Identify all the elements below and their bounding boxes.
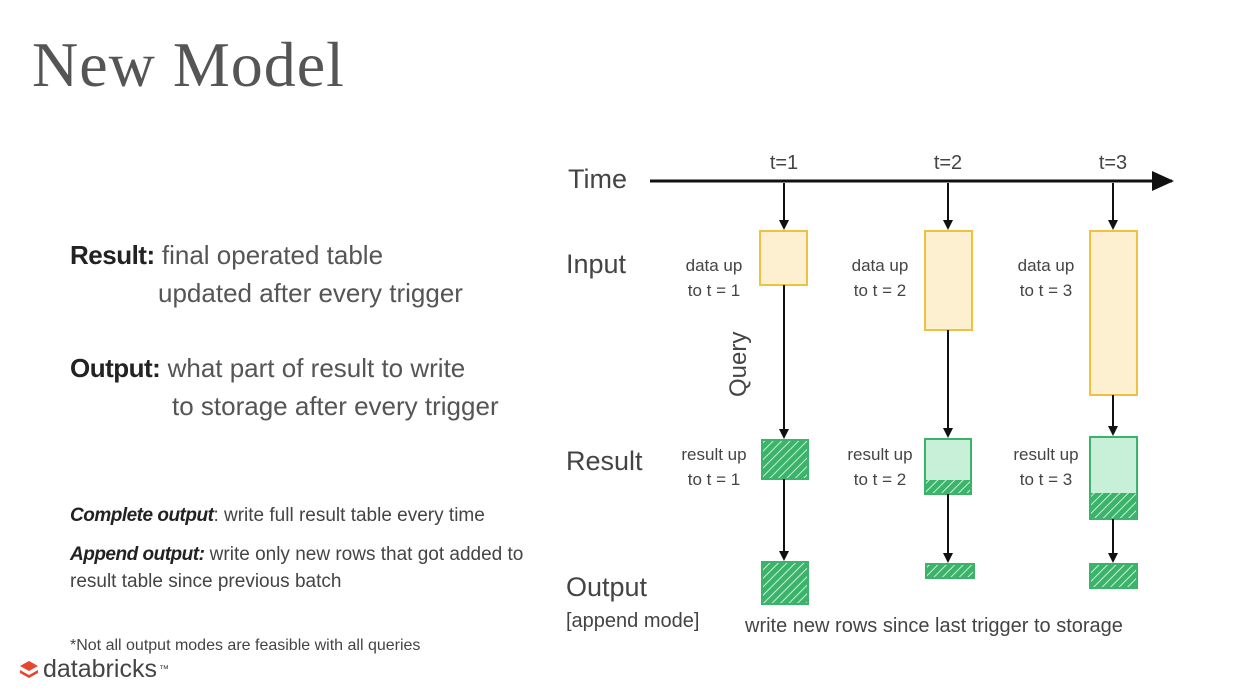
output-definition-label: Output: (70, 353, 161, 383)
append-output-label: Append output: (70, 544, 205, 565)
result-caption-line1: result up (681, 445, 746, 464)
output-box (925, 563, 975, 579)
trigger-label: t=2 (934, 152, 962, 174)
complete-output-text: : write full result table every time (213, 505, 485, 526)
input-box (759, 230, 808, 286)
output-caption: write new rows since last trigger to sto… (744, 615, 1123, 637)
output-definition-line2: to storage after every trigger (172, 391, 499, 421)
input-caption-line2: to t = 3 (1020, 281, 1072, 300)
result-definition-label: Result: (70, 240, 155, 270)
slide-title: New Model (32, 29, 345, 100)
result-definition-line1: final operated table (161, 240, 384, 270)
input-caption-line1: data up (686, 256, 743, 275)
input-box (924, 230, 973, 331)
result-caption-line1: result up (1013, 445, 1078, 464)
databricks-logo-trademark: ™ (158, 664, 169, 675)
complete-output-note: Complete output: write full result table… (70, 502, 560, 529)
time-row-label: Time (568, 164, 627, 194)
input-caption-line2: to t = 2 (854, 281, 906, 300)
complete-output-label: Complete output (70, 505, 214, 526)
append-output-text: write only new rows that got added to re… (70, 544, 524, 592)
result-box (761, 439, 809, 480)
databricks-logo-text: databricks (43, 655, 157, 683)
result-caption-line1: result up (847, 445, 912, 464)
trigger-t3: t=3 data up to t = 3 result up to t = 3 (1013, 152, 1138, 589)
result-definition: Result: final operated table updated aft… (70, 236, 463, 312)
result-caption-line2: to t = 3 (1020, 470, 1072, 489)
input-row-label: Input (566, 249, 627, 279)
output-box (1089, 563, 1138, 589)
result-new-rows (926, 480, 970, 493)
trigger-label: t=3 (1099, 152, 1127, 174)
output-definition-line1: what part of result to write (167, 353, 466, 383)
input-box (1089, 230, 1138, 396)
result-caption-line2: to t = 1 (688, 470, 740, 489)
databricks-logo-icon (20, 660, 38, 678)
output-row-label: Output (566, 572, 648, 602)
footnote: *Not all output modes are feasible with … (70, 637, 421, 654)
result-new-rows (1091, 493, 1136, 518)
input-caption-line1: data up (852, 256, 909, 275)
output-box (761, 561, 809, 605)
query-label: Query (725, 332, 752, 397)
trigger-t1: t=1 data up to t = 1 result up to t = 1 (681, 152, 809, 605)
trigger-label: t=1 (770, 152, 798, 174)
append-output-note: Append output: write only new rows that … (70, 541, 530, 595)
output-mode-label: [append mode] (566, 610, 699, 632)
input-caption-line1: data up (1018, 256, 1075, 275)
result-caption-line2: to t = 2 (854, 470, 906, 489)
output-definition: Output: what part of result to write to … (70, 349, 499, 425)
trigger-t2: t=2 data up to t = 2 result up to t = 2 (847, 152, 975, 579)
input-caption-line2: to t = 1 (688, 281, 740, 300)
result-row-label: Result (566, 446, 643, 476)
result-definition-line2: updated after every trigger (158, 278, 463, 308)
